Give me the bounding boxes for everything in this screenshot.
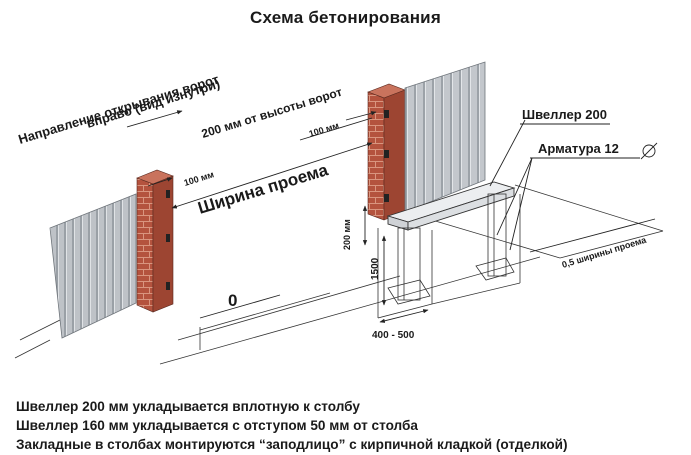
direction-arrow	[126, 110, 183, 128]
note-channel-160: Швеллер 160 мм укладывается с отступом 5…	[16, 418, 418, 433]
half-opening-label: 0,5 ширины проема	[561, 234, 649, 269]
rebar-12-label: Арматура 12	[538, 141, 619, 156]
channel-200-label: Швеллер 200	[522, 107, 607, 122]
notes-block: Швеллер 200 мм укладывается вплотную к с…	[16, 397, 686, 454]
dim-100-left-line	[147, 177, 173, 187]
zero-underline	[199, 294, 281, 319]
dim-200-top-line	[299, 117, 373, 141]
dim-100-right-label: 100 мм	[308, 120, 341, 139]
foundation-columns	[377, 193, 521, 319]
opening-width-line	[171, 142, 373, 209]
dim-100-left-label: 100 мм	[183, 169, 216, 188]
dim-1500-label: 1500	[370, 257, 381, 280]
concreting-diagram: Направление открывания ворот вправо (вид…	[14, 61, 664, 365]
diagram-title: Схема бетонирования	[250, 8, 441, 27]
rebar-leader-2	[509, 157, 533, 251]
zero-mark-label: 0	[228, 291, 237, 310]
brick-pillar-right	[367, 83, 406, 221]
ground-guides	[14, 184, 664, 365]
fence-panel-right	[404, 61, 486, 213]
brick-pillar-left	[136, 169, 174, 313]
dim-200-vertical-label: 200 мм	[342, 219, 352, 250]
dim-400-500-line	[379, 309, 429, 323]
half-opening-line	[529, 218, 656, 253]
note-channel-200: Швеллер 200 мм укладывается вплотную к с…	[16, 399, 360, 414]
channel-leader	[489, 119, 526, 187]
rebar-leader-1	[496, 157, 533, 236]
dim-400-500-label: 400 - 500	[372, 330, 415, 341]
direction-label-line2: вправо (вид изнутри)	[84, 76, 221, 131]
rebar-diameter-icon	[640, 142, 658, 160]
dim-100-right-line	[345, 111, 377, 121]
opening-width-label: Ширина проема	[196, 160, 331, 218]
dimension-lines	[126, 110, 656, 323]
note-embedded-parts: Закладные в столбах монтируются “заподли…	[16, 437, 568, 452]
fence-panel-left	[49, 193, 137, 339]
channel-beam	[386, 181, 516, 231]
